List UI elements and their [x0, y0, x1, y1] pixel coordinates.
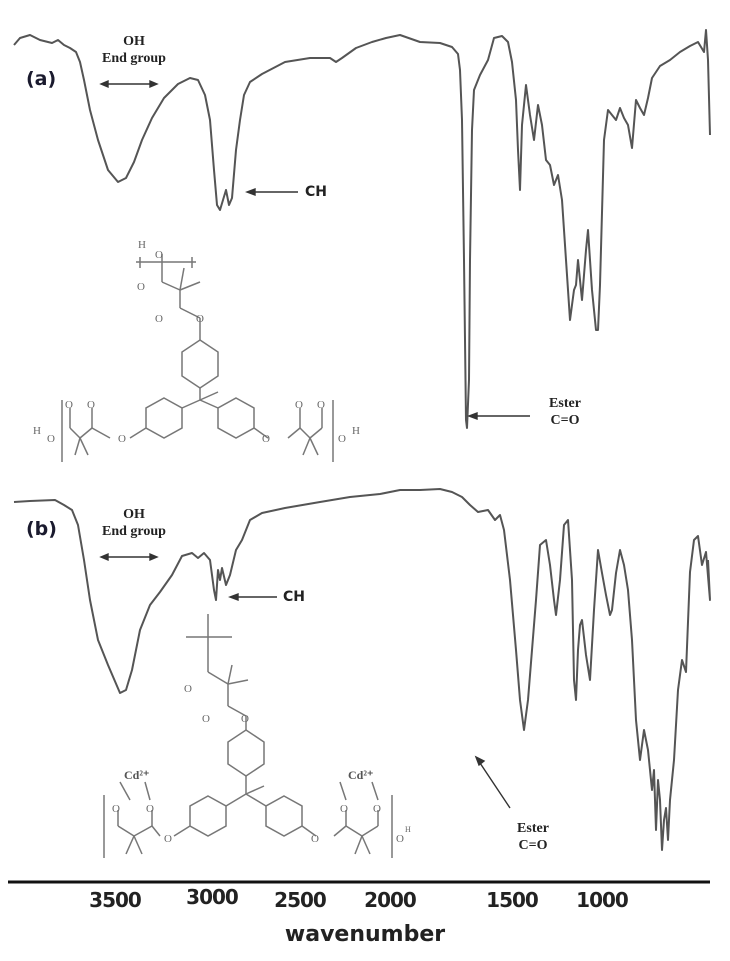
end-group-label: End group	[102, 524, 166, 539]
panel-a-ch-arrow	[245, 187, 298, 197]
svg-text:H: H	[352, 425, 360, 437]
svg-text:O: O	[262, 433, 270, 445]
structure-b	[103, 614, 393, 858]
svg-text:O: O	[202, 713, 210, 725]
x-axis-label: wavenumber	[284, 922, 446, 947]
svg-text:O: O	[184, 683, 192, 695]
oh-label: OH	[123, 507, 145, 522]
x-tick-2500: 2500	[274, 888, 327, 912]
panel-a-ester-annotation: Ester C=O	[540, 395, 590, 429]
svg-text:H: H	[138, 239, 146, 251]
x-tick-2000: 2000	[364, 888, 417, 912]
svg-text:O: O	[65, 399, 73, 411]
panel-a-label: (a)	[26, 68, 57, 90]
svg-text:O: O	[164, 833, 172, 845]
carbonyl-label: C=O	[550, 413, 580, 428]
panel-b-label: (b)	[26, 518, 57, 540]
svg-text:O: O	[155, 249, 163, 261]
svg-text:O: O	[118, 433, 126, 445]
panel-a-ester-arrow	[467, 411, 530, 421]
panel-b-oh-annotation: OH End group	[84, 506, 184, 540]
svg-text:O: O	[295, 399, 303, 411]
x-tick-1500: 1500	[486, 888, 539, 912]
panel-a-oh-arrow	[99, 79, 159, 89]
svg-text:O: O	[317, 399, 325, 411]
svg-text:O: O	[340, 803, 348, 815]
ester-label: Ester	[517, 821, 549, 836]
svg-text:O: O	[338, 433, 346, 445]
x-tick-1000: 1000	[576, 888, 629, 912]
svg-text:O: O	[196, 313, 204, 325]
structure-a	[61, 254, 334, 462]
spectrum-a-trace	[13, 29, 711, 429]
panel-b-ester-arrow	[474, 755, 511, 809]
svg-text:O: O	[241, 713, 249, 725]
svg-text:O: O	[146, 803, 154, 815]
carbonyl-label: C=O	[518, 838, 548, 853]
cd-ion-left: Cd²⁺	[124, 768, 149, 782]
svg-text:O: O	[396, 833, 404, 845]
svg-text:O: O	[87, 399, 95, 411]
ester-label: Ester	[549, 396, 581, 411]
svg-text:O: O	[47, 433, 55, 445]
svg-text:H: H	[33, 425, 41, 437]
svg-text:O: O	[112, 803, 120, 815]
panel-b-ch-arrow	[228, 592, 277, 602]
svg-text:O: O	[311, 833, 319, 845]
panel-a-ch-annotation: CH	[305, 184, 327, 200]
oh-label: OH	[123, 34, 145, 49]
svg-text:O: O	[373, 803, 381, 815]
panel-b-ester-annotation: Ester C=O	[508, 820, 558, 854]
svg-text:O: O	[155, 313, 163, 325]
cd-ion-right: Cd²⁺	[348, 768, 373, 782]
panel-b-ch-annotation: CH	[283, 589, 305, 605]
spectrum-b-trace	[13, 488, 711, 851]
panel-b-oh-arrow	[99, 552, 159, 562]
end-group-label: End group	[102, 51, 166, 66]
x-tick-3500: 3500	[89, 888, 142, 912]
panel-a-oh-annotation: OH End group	[84, 33, 184, 67]
svg-text:H: H	[405, 825, 411, 834]
x-tick-3000: 3000	[186, 885, 239, 909]
svg-text:O: O	[137, 281, 145, 293]
